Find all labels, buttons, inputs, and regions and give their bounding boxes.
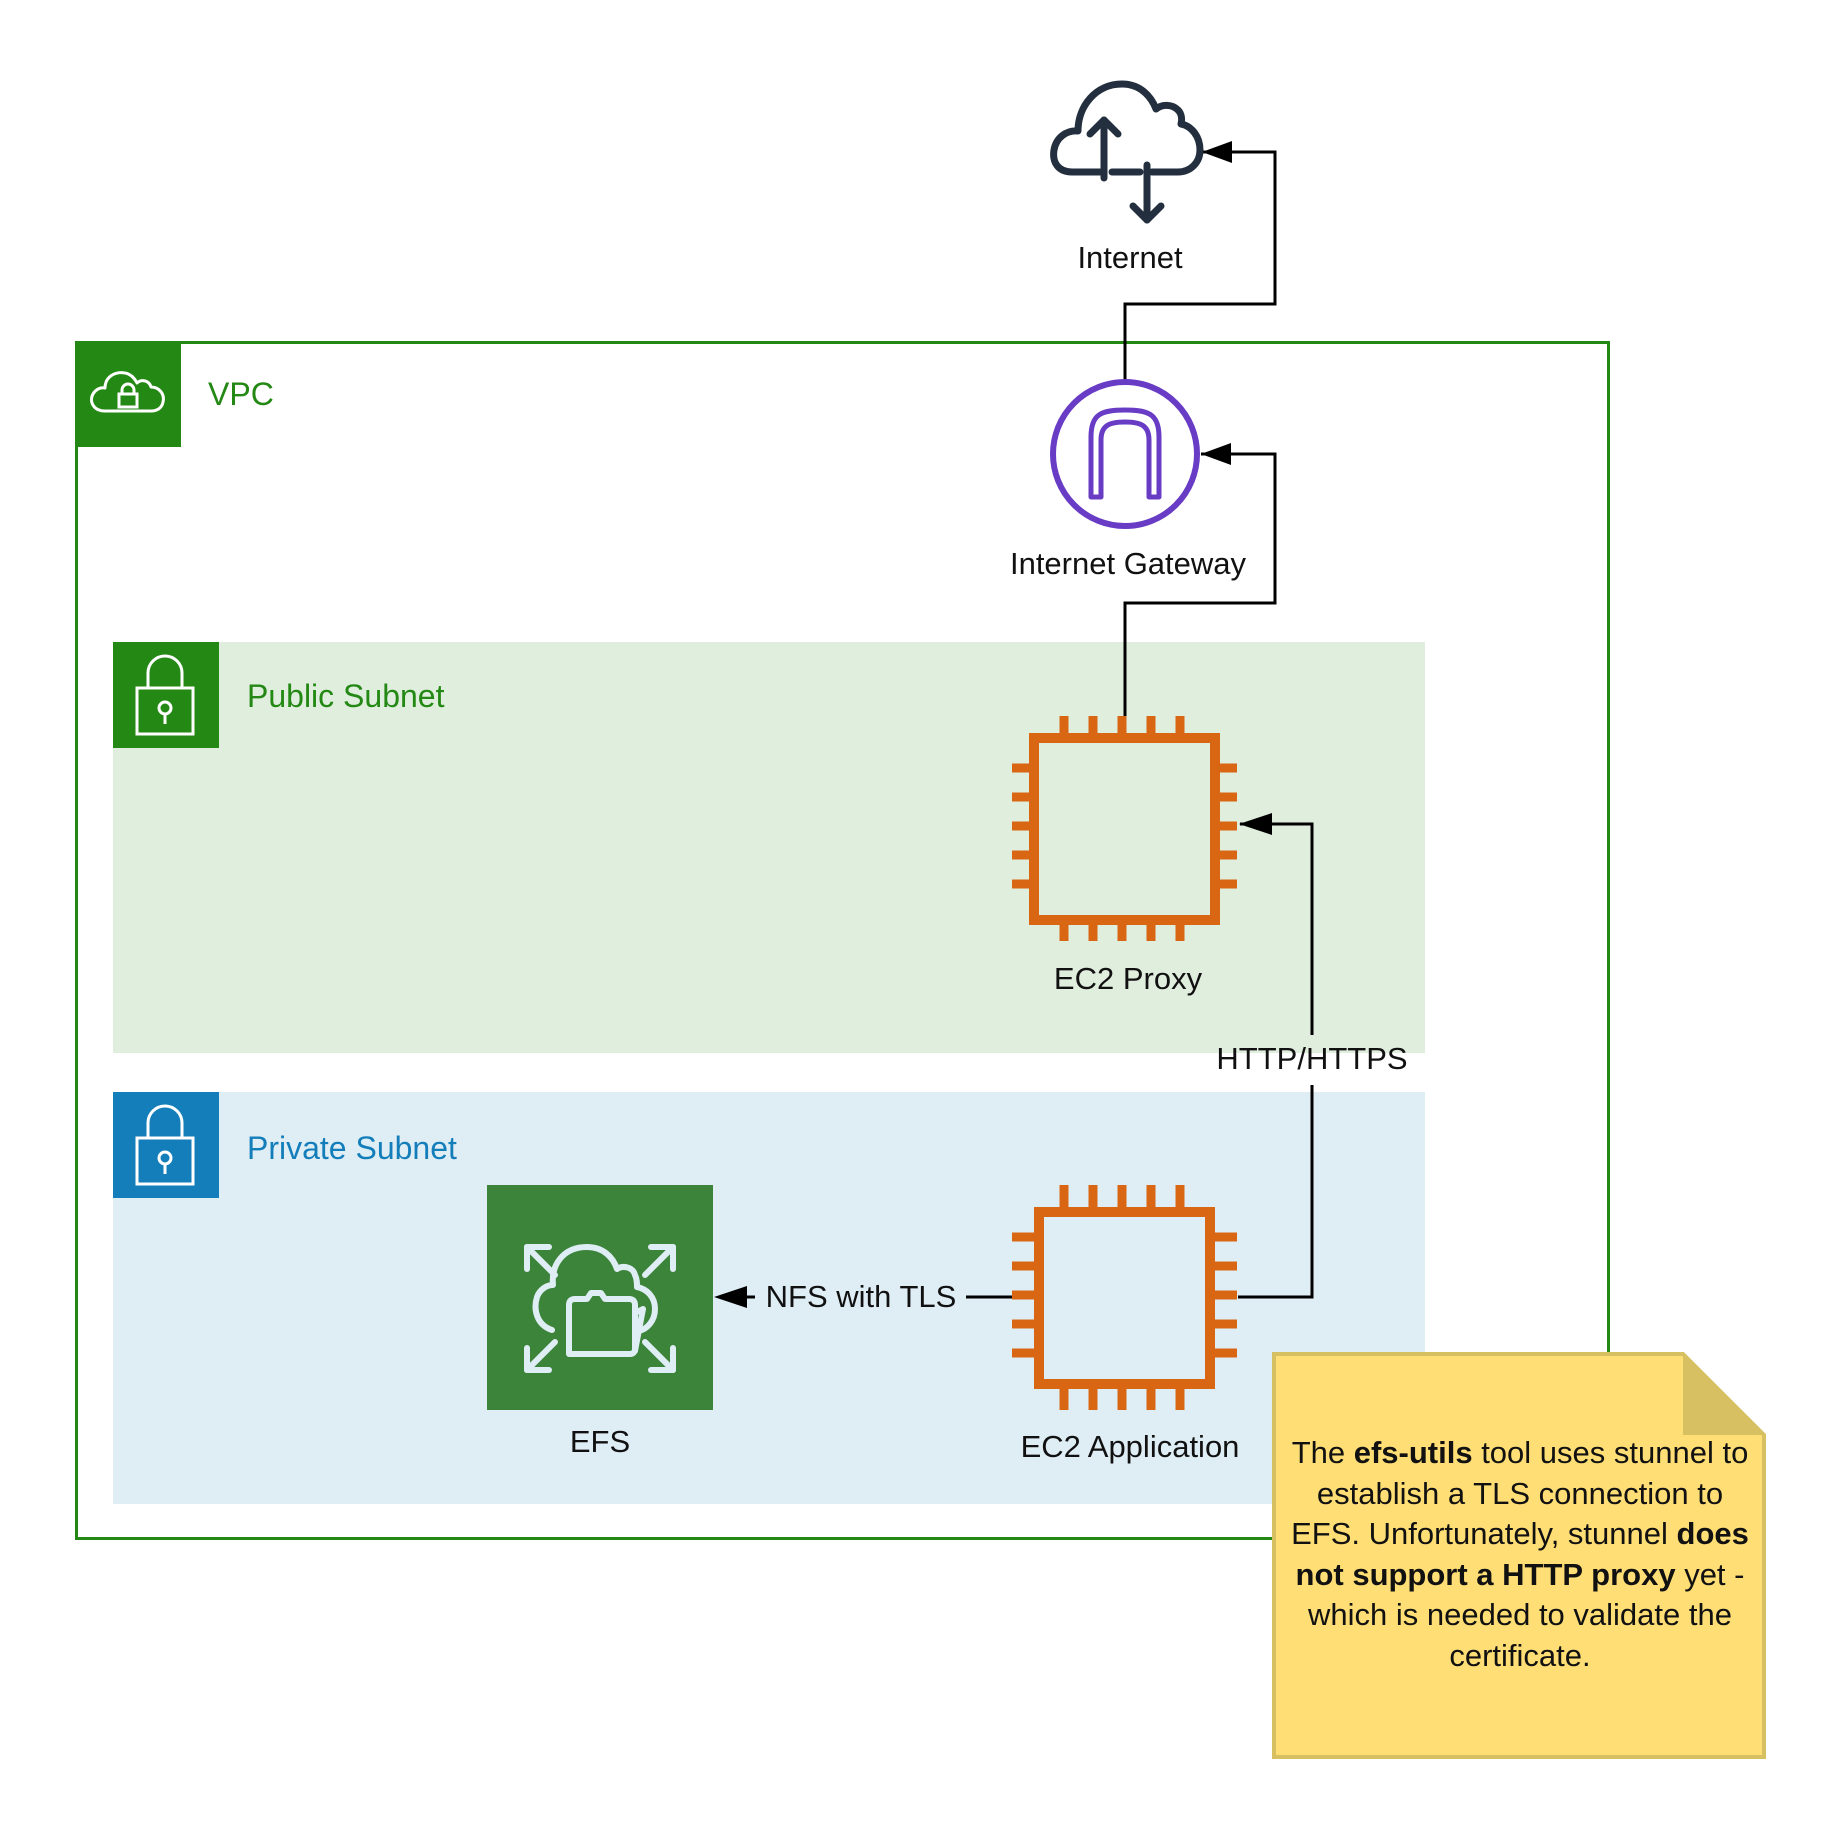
chip-pin — [1117, 1185, 1127, 1207]
chip-pin — [1117, 919, 1127, 941]
vpc-cloud-lock-icon — [75, 341, 181, 447]
efs-icon — [487, 1185, 713, 1410]
arrowhead-icon — [1239, 813, 1272, 835]
chip-pin — [1215, 879, 1237, 889]
edge-application-to-efs — [714, 1286, 1013, 1308]
internet-gateway-label: Internet Gateway — [1009, 546, 1247, 581]
ec2-instance-icon — [1034, 1207, 1215, 1389]
internet-cloud-icon — [1050, 80, 1204, 224]
padlock-icon — [113, 642, 219, 748]
chip-pin — [1175, 1388, 1185, 1410]
chip-pin — [1175, 1185, 1185, 1207]
chip-pin — [1117, 1388, 1127, 1410]
note-text-segment: The — [1291, 1435, 1354, 1470]
edge-label-nfs-tls: NFS with TLS — [765, 1279, 957, 1314]
ec2-application-label: EC2 Application — [1020, 1429, 1240, 1464]
edge-proxy-to-gateway — [1123, 443, 1277, 716]
vpc-label: VPC — [208, 376, 274, 412]
chip-pin — [1059, 919, 1069, 941]
chip-pin — [1215, 1348, 1237, 1358]
chip-pin — [1012, 1319, 1034, 1329]
edge-application-to-proxy — [1238, 813, 1314, 1299]
chip-pin — [1088, 1185, 1098, 1207]
chip-pin — [1215, 1319, 1237, 1329]
chip-pin — [1215, 821, 1237, 831]
edge-gateway-to-internet — [1123, 141, 1277, 380]
note-fold-corner — [1683, 1354, 1764, 1435]
chip-pin — [1059, 1185, 1069, 1207]
chip-pin — [1012, 1348, 1034, 1358]
note-text-segment: tool uses stunnel to establish a TLS con… — [1291, 1435, 1749, 1551]
ec2-instance-icon — [1029, 733, 1220, 925]
chip-pin — [1215, 850, 1237, 860]
vpc-group — [75, 341, 1610, 1540]
chip-pin — [1012, 1290, 1034, 1300]
chip-pin — [1146, 919, 1156, 941]
chip-pin — [1012, 1232, 1034, 1242]
chip-pin — [1012, 850, 1034, 860]
chip-pin — [1088, 919, 1098, 941]
chip-pin — [1215, 763, 1237, 773]
chip-pin — [1215, 1290, 1237, 1300]
chip-pin — [1059, 716, 1069, 738]
private-subnet-label: Private Subnet — [247, 1130, 457, 1166]
chip-pin — [1088, 1388, 1098, 1410]
ec2-proxy-label: EC2 Proxy — [1053, 961, 1203, 996]
note-text-segment: yet - which is needed to validate the ce… — [1308, 1556, 1745, 1673]
ec2-chip-pins — [1012, 716, 1237, 1410]
arrowhead-icon — [714, 1286, 747, 1308]
ec2-proxy-pins — [1012, 716, 1237, 941]
chip-pin — [1175, 919, 1185, 941]
note-text-bold: efs-utils — [1353, 1435, 1473, 1470]
chip-pin — [1012, 792, 1034, 802]
chip-pin — [1059, 1388, 1069, 1410]
ec2-application-pins — [1012, 1185, 1237, 1410]
edge-label-http-https: HTTP/HTTPS — [1216, 1041, 1408, 1076]
note-text: The efs-utils tool uses stunnel to estab… — [1283, 1433, 1757, 1676]
sticky-note — [1272, 1352, 1766, 1759]
public-subnet-group — [113, 642, 1425, 1053]
internet-label: Internet — [1077, 240, 1183, 275]
chip-pin — [1117, 716, 1127, 738]
internet-gateway-icon — [1050, 379, 1200, 529]
chip-pin — [1175, 716, 1185, 738]
chip-pin — [1012, 1261, 1034, 1271]
chip-pin — [1146, 1185, 1156, 1207]
chip-pin — [1088, 716, 1098, 738]
note-text-bold: does not support a HTTP proxy — [1295, 1516, 1749, 1592]
chip-pin — [1012, 879, 1034, 889]
chip-pin — [1146, 716, 1156, 738]
chip-pin — [1012, 821, 1034, 831]
chip-pin — [1215, 792, 1237, 802]
chip-pin — [1215, 1232, 1237, 1242]
public-subnet-label: Public Subnet — [247, 678, 445, 714]
efs-label: EFS — [569, 1424, 631, 1459]
chip-pin — [1146, 1388, 1156, 1410]
arrowhead-icon — [1202, 141, 1232, 163]
chip-pin — [1215, 1261, 1237, 1271]
arrowhead-icon — [1201, 443, 1231, 465]
padlock-icon — [113, 1092, 219, 1198]
chip-pin — [1012, 763, 1034, 773]
